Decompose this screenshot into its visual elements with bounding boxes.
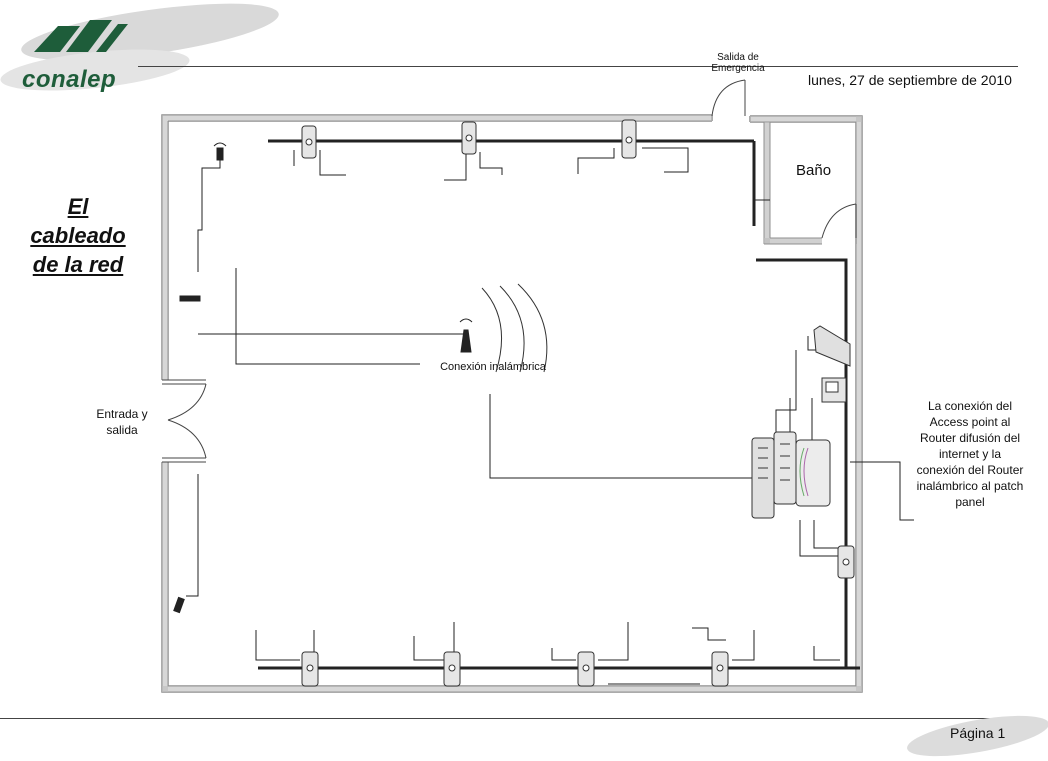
outer-walls	[161, 114, 863, 693]
wall-jacks-top	[301, 119, 637, 159]
entrance-door	[162, 379, 207, 463]
footer-divider	[0, 718, 1018, 719]
emergency-exit-door	[711, 79, 746, 117]
antenna-icons	[173, 142, 473, 614]
wall-jack-icon	[621, 119, 637, 159]
access-point-icon	[459, 318, 473, 353]
footer-swoosh-icon	[907, 715, 1048, 757]
network-equipment	[751, 325, 851, 519]
wall-jack-icon	[837, 545, 855, 579]
antenna-icon	[179, 295, 201, 302]
page-title: El cableado de la red	[18, 192, 138, 279]
switch-icon	[773, 431, 797, 505]
title-line-2: cableado	[30, 223, 126, 248]
logo-text: conalep	[22, 66, 117, 93]
router-icon	[813, 325, 851, 367]
emergency-exit-line-1: Salida de	[717, 52, 759, 63]
title-line-1: El	[67, 194, 89, 219]
wall-jack-icon	[443, 651, 461, 687]
entrance-label: Entrada y salida	[96, 407, 148, 437]
wall-jack-icon	[461, 121, 477, 155]
wall-jacks-bottom	[301, 545, 855, 687]
patch-panel-icon	[751, 437, 775, 519]
wall-jack-icon	[301, 125, 317, 159]
bathroom-walls	[763, 122, 857, 245]
page-number: Página 1	[950, 725, 1006, 741]
wall-jack-icon	[301, 651, 319, 687]
antenna-icon	[173, 596, 185, 614]
logo-swoosh-icon	[0, 3, 279, 91]
bathroom-label: Baño	[796, 162, 832, 179]
wall-jack-icon	[577, 651, 595, 687]
page-date: lunes, 27 de septiembre de 2010	[808, 72, 1012, 88]
phone-icon	[821, 377, 847, 403]
wireless-label: Conexión inalámbrica	[440, 361, 546, 373]
cable-drops	[186, 147, 914, 685]
wall-jack-icon	[711, 651, 729, 687]
emergency-exit-line-2: Emergencia	[711, 63, 765, 74]
header-divider	[138, 66, 1018, 67]
emergency-exit-label: Salida de Emergencia	[700, 52, 776, 74]
wireless-waves-icon	[481, 283, 548, 373]
server-icon	[795, 439, 831, 507]
connection-note: La conexión del Access point al Router d…	[916, 399, 1024, 509]
title-line-3: de la red	[32, 252, 124, 277]
antenna-icon	[213, 142, 227, 161]
cable-trunks	[258, 139, 860, 670]
